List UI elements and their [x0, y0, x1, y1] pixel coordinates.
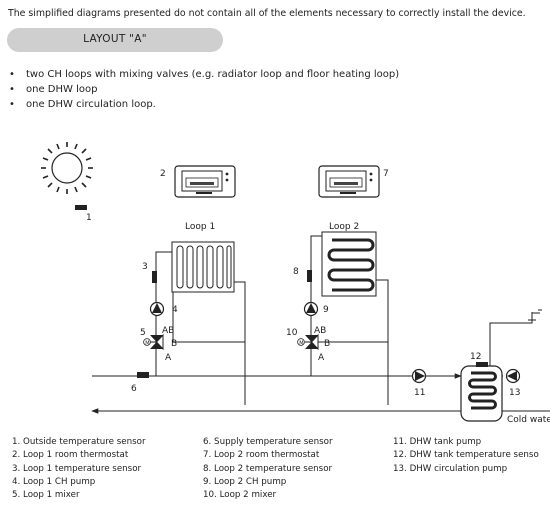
loop1-temperature-sensor-icon: [152, 271, 157, 283]
callout-13: 13: [509, 388, 520, 398]
floor-heating-icon: [321, 231, 377, 297]
valve-port-ab: AB: [314, 326, 326, 336]
dhw-tank-icon: [460, 365, 503, 422]
layout-title: LAYOUT "A": [83, 33, 147, 45]
loop1-mixer-icon: [143, 333, 164, 351]
legend-column-2: 6. Supply temperature sensor 7. Loop 2 r…: [203, 436, 333, 502]
legend-item: 6. Supply temperature sensor: [203, 437, 333, 447]
legend-item: 10. Loop 2 mixer: [203, 490, 277, 501]
loop1-label: Loop 1: [185, 222, 215, 232]
valve-port-ab: AB: [162, 326, 174, 336]
dhw-tank-pump-icon: [411, 368, 427, 384]
callout-10: 10: [286, 328, 298, 338]
legend-item: 4. Loop 1 CH pump: [12, 476, 96, 487]
legend-column-1: 1. Outside temperature sensor 2. Loop 1 …: [12, 436, 146, 502]
sun-icon: [41, 142, 93, 194]
legend-item: 7. Loop 2 room thermostat: [203, 450, 320, 461]
legend-item: 12. DHW tank temperature senso: [393, 450, 539, 461]
callout-7: 7: [383, 169, 389, 179]
legend-item: 5. Loop 1 mixer: [12, 490, 80, 501]
dhw-tank-temperature-sensor-icon: [476, 362, 488, 367]
callout-6: 6: [131, 384, 137, 394]
legend-item: 1. Outside temperature sensor: [12, 437, 146, 447]
callout-8: 8: [293, 267, 299, 277]
loop2-mixer-icon: [297, 333, 319, 351]
cold-water-label: Cold wate: [507, 415, 550, 425]
callout-11: 11: [414, 388, 425, 398]
radiator-icon: [171, 241, 235, 293]
valve-port-b: B: [171, 339, 177, 349]
loop2-piping: [310, 235, 389, 405]
legend-item: 2. Loop 1 room thermostat: [12, 450, 129, 461]
valve-port-a: A: [165, 353, 172, 363]
legend-item: 9. Loop 2 CH pump: [203, 476, 287, 487]
legend-item: 13. DHW circulation pump: [393, 463, 508, 474]
legend-column-3: 11. DHW tank pump 12. DHW tank temperatu…: [393, 436, 539, 476]
outside-sensor-icon: [75, 205, 87, 210]
callout-9: 9: [323, 305, 329, 315]
feature-item: one DHW loop: [8, 82, 399, 97]
callout-2: 2: [160, 169, 166, 179]
loop2-pump-icon: [303, 301, 319, 317]
loop2-label: Loop 2: [329, 222, 359, 232]
callout-12: 12: [470, 352, 481, 362]
layout-title-bar: LAYOUT "A": [7, 28, 223, 52]
legend-item: 3. Loop 1 temperature sensor: [12, 463, 142, 474]
loop2-thermostat-icon: [318, 165, 380, 198]
loop1-piping: [155, 251, 246, 405]
valve-port-a: A: [318, 353, 325, 363]
feature-item: two CH loops with mixing valves (e.g. ra…: [8, 67, 399, 82]
valve-port-b: B: [324, 339, 330, 349]
loop1-thermostat-icon: [174, 165, 236, 198]
callout-5: 5: [140, 328, 146, 338]
legend-item: 11. DHW tank pump: [393, 437, 482, 447]
disclaimer-note: The simplified diagrams presented do not…: [8, 8, 526, 19]
loop1-pump-icon: [149, 301, 165, 317]
mixer-motor-label: M: [299, 340, 303, 346]
callout-3: 3: [142, 262, 148, 272]
callout-4: 4: [172, 305, 178, 315]
mixer-motor-label: M: [145, 340, 149, 346]
feature-item: one DHW circulation loop.: [8, 97, 399, 112]
dhw-circulation-pump-icon: [505, 368, 521, 384]
loop2-temperature-sensor-icon: [307, 270, 312, 282]
legend-item: 8. Loop 2 temperature sensor: [203, 463, 333, 474]
tap-icon: [531, 309, 542, 318]
callout-1: 1: [86, 213, 92, 223]
feature-list: two CH loops with mixing valves (e.g. ra…: [8, 67, 399, 112]
supply-temperature-sensor-icon: [137, 372, 149, 378]
